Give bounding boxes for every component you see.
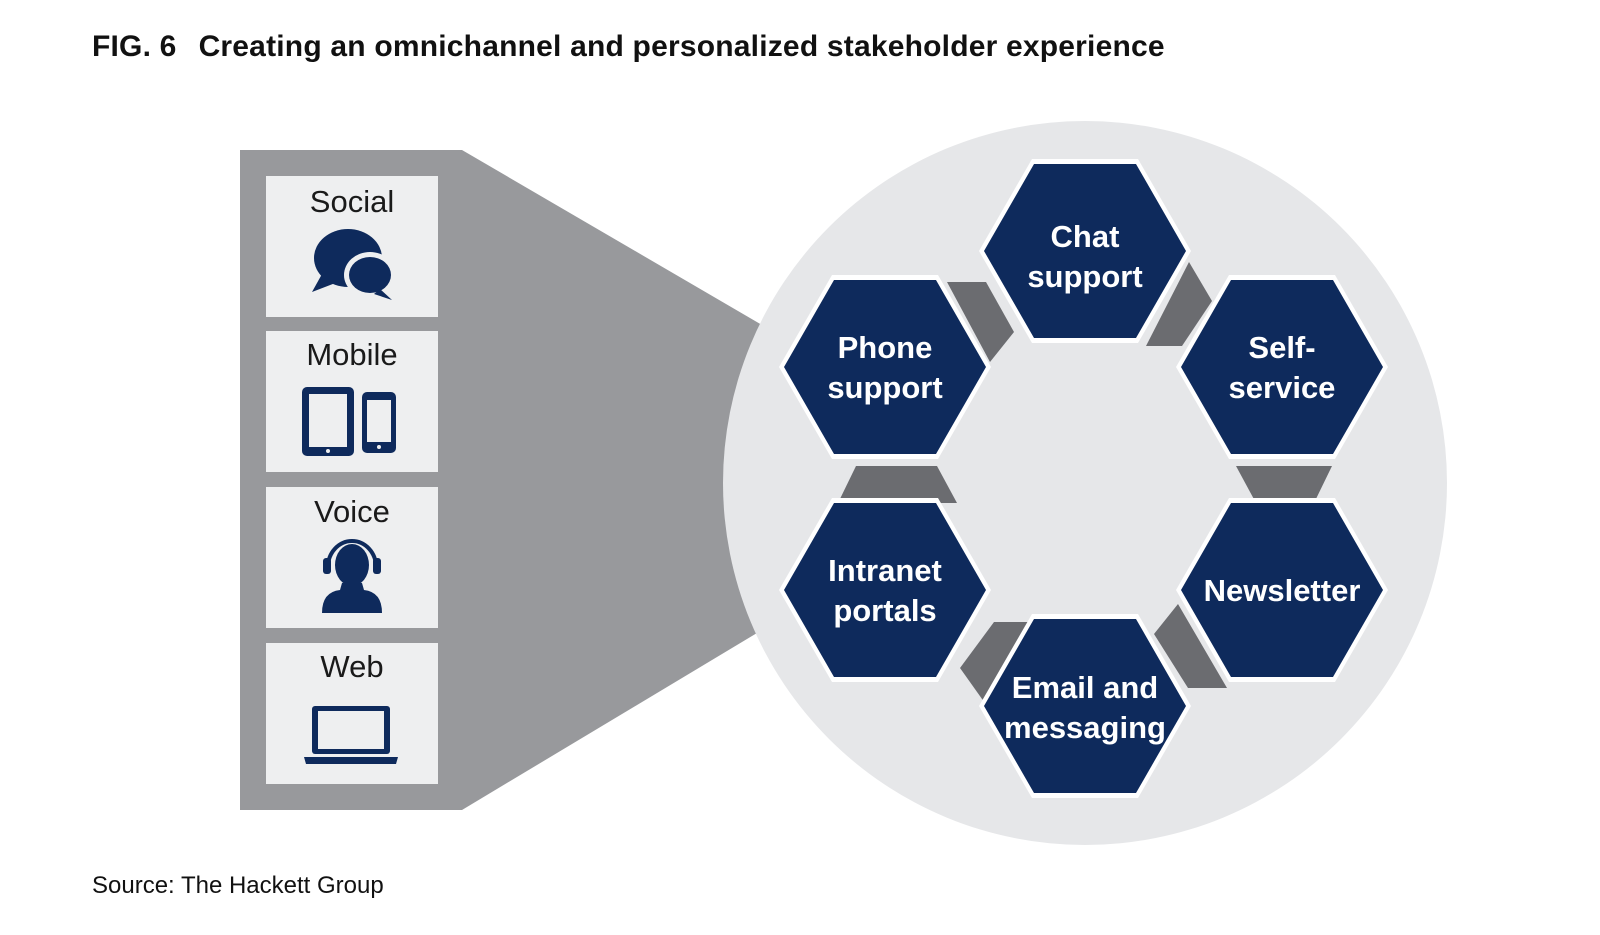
channel-tile-social: Social: [266, 176, 438, 317]
hex-label-chat-line1: Chat: [1051, 219, 1120, 254]
hex-label-self-line2: service: [1229, 370, 1336, 405]
hex-label-email-line1: Email and: [1012, 670, 1158, 705]
chat-bubbles-icon: [312, 229, 396, 300]
hex-label-intranet-line1: Intranet: [828, 553, 942, 588]
hexagon-phone-support: Phone support: [779, 275, 991, 459]
hex-label-email-line2: messaging: [1004, 710, 1166, 745]
figure-title: FIG. 6 Creating an omnichannel and person…: [92, 30, 1165, 64]
hex-connectors: [838, 262, 1332, 706]
headset-person-icon: [322, 539, 382, 613]
channel-label-mobile: Mobile: [306, 337, 397, 372]
connector-news-email: [1154, 604, 1227, 688]
connector-phone-chat: [947, 282, 1014, 362]
figure-source: Source: The Hackett Group: [92, 872, 384, 899]
hex-label-self-line1: Self-: [1248, 330, 1315, 365]
hex-label-intranet-line2: portals: [833, 593, 936, 628]
figure-number: FIG. 6: [92, 30, 177, 63]
channel-tile-mobile: Mobile: [266, 331, 438, 472]
hexagon-email-messaging: Email and messaging: [979, 614, 1191, 798]
hex-label-phone-line2: support: [827, 370, 942, 405]
channel-label-social: Social: [310, 184, 394, 219]
laptop-icon: [304, 706, 398, 764]
connector-self-news: [1236, 466, 1332, 503]
hexagon-self-service: Self- service: [1176, 275, 1388, 459]
connector-intranet-phone: [838, 466, 957, 503]
hex-label-phone-line1: Phone: [838, 330, 933, 365]
tablet-phone-icon: [302, 387, 396, 456]
connector-chat-self: [1146, 262, 1212, 346]
hexagon-intranet-portals: Intranet portals: [779, 498, 991, 682]
hex-label-newsletter: Newsletter: [1204, 573, 1361, 608]
channel-label-web: Web: [320, 649, 383, 684]
hexagon-chat-support: Chat support: [979, 159, 1191, 343]
channel-label-voice: Voice: [314, 494, 390, 529]
channel-tile-voice: Voice: [266, 487, 438, 628]
figure-title-text: Creating an omnichannel and personalized…: [198, 30, 1165, 63]
channel-tile-web: Web: [266, 643, 438, 784]
hex-label-chat-line2: support: [1027, 259, 1142, 294]
hexagon-newsletter: Newsletter: [1176, 498, 1388, 682]
